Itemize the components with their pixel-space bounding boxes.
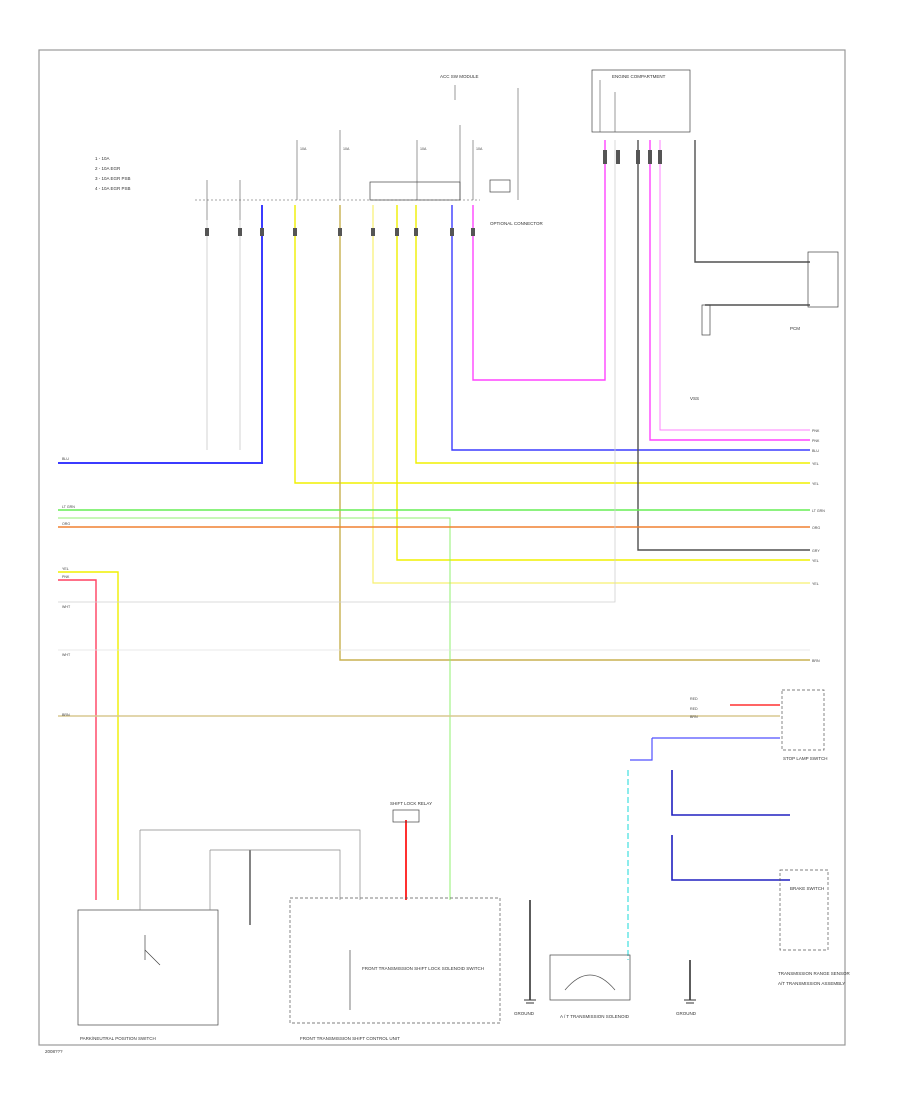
svg-text:ORG: ORG: [62, 522, 70, 526]
transmission-solenoid: A / T TRANSMISSION SOLENOID: [549, 954, 631, 1019]
svg-text:GRY: GRY: [812, 549, 820, 553]
svg-text:SHIFT LOCK RELAY: SHIFT LOCK RELAY: [390, 801, 432, 806]
fuse-legend-1: 1 - 10A: [95, 156, 110, 161]
wire-navy-2: [671, 770, 790, 816]
svg-text:10A: 10A: [420, 147, 427, 151]
wire-gray-harness: [694, 140, 810, 263]
stop-lamp-switch: STOP LAMP SWITCH RED RED BRN: [690, 689, 828, 761]
svg-text:PNK: PNK: [62, 575, 70, 579]
svg-text:FRONT TRANSMISSION SHIFT LOCK: FRONT TRANSMISSION SHIFT LOCK SOLENOID S…: [362, 966, 484, 971]
wire-yellow-4: [372, 205, 810, 584]
right-module: PCM VSS: [690, 251, 839, 401]
range-sensor: TRANSMISSION RANGE SENSOR A/T TRANSMISSI…: [778, 869, 851, 986]
svg-text:WHT: WHT: [62, 605, 71, 609]
top-connector-b: ENGINE COMPARTMENT: [591, 69, 691, 133]
svg-text:LT GRN: LT GRN: [812, 509, 825, 513]
ground-a: GROUND: [676, 999, 697, 1016]
svg-text:ENGINE COMPARTMENT: ENGINE COMPARTMENT: [612, 74, 666, 79]
brake-switch-label: BRAKE SWITCH: [790, 886, 824, 891]
svg-text:TRANSMISSION RANGE SENSOR: TRANSMISSION RANGE SENSOR: [778, 971, 851, 976]
wire-gray-dark: [637, 140, 810, 551]
wire-blue-right: [451, 205, 810, 451]
svg-text:RED: RED: [690, 707, 698, 711]
svg-text:RED: RED: [690, 697, 698, 701]
svg-text:10A: 10A: [476, 147, 483, 151]
wire-navy-1: [630, 738, 653, 761]
svg-text:VSS: VSS: [690, 396, 699, 401]
park-neutral-switch: PARK/NEUTRAL POSITION SWITCH: [77, 909, 219, 1041]
ground-b: GROUND: [514, 999, 536, 1016]
wire-yellow-left: [58, 571, 119, 900]
shift-lock-relay: SHIFT LOCK RELAY: [390, 801, 432, 823]
svg-text:LT GRN: LT GRN: [62, 505, 75, 509]
wire-yellow-3: [396, 205, 810, 561]
svg-text:A/T TRANSMISSION ASSEMBLY: A/T TRANSMISSION ASSEMBLY: [778, 981, 845, 986]
wire-set: [58, 140, 810, 1000]
wire-olive: [339, 205, 810, 661]
fuse-legend-3: 3 - 10A EGR PSB: [95, 176, 131, 181]
wire-magenta-right: [649, 140, 810, 441]
svg-text:YEL: YEL: [812, 462, 819, 466]
fuse-legend-2: 2 - 10A EGR: [95, 166, 121, 171]
svg-text:PARK/NEUTRAL POSITION SWITCH: PARK/NEUTRAL POSITION SWITCH: [80, 1036, 156, 1041]
svg-text:YEL: YEL: [62, 567, 69, 571]
footer-code: 2008???: [45, 1049, 63, 1054]
svg-text:BRN: BRN: [690, 715, 698, 719]
svg-text:YEL: YEL: [812, 482, 819, 486]
svg-text:BRN: BRN: [62, 713, 70, 717]
optional-connector-label: OPTIONAL CONNECTOR: [490, 221, 544, 226]
wire-pink-left: [58, 579, 97, 900]
svg-text:ORG: ORG: [812, 526, 820, 530]
svg-text:BLU: BLU: [812, 449, 819, 453]
svg-text:GROUND: GROUND: [514, 1011, 535, 1016]
svg-text:ACC SW MODULE: ACC SW MODULE: [440, 74, 479, 79]
right-pin-labels: PNK PNK BLU YEL YEL LT GRN ORG GRY YEL Y…: [812, 429, 825, 663]
wire-navy-3: [671, 835, 790, 881]
svg-text:GROUND: GROUND: [676, 1011, 697, 1016]
svg-text:PCM: PCM: [790, 326, 800, 331]
fuse-legend: 1 - 10A 2 - 10A EGR 3 - 10A EGR PSB 4 - …: [95, 156, 131, 191]
wire-yellow-1: [294, 205, 810, 484]
svg-text:PNK: PNK: [812, 429, 820, 433]
diagram-frame: [38, 49, 846, 1046]
svg-text:FRONT TRANSMISSION SHIFT CONTR: FRONT TRANSMISSION SHIFT CONTROL UNIT: [300, 1036, 400, 1041]
top-connector-a: ACC SW MODULE: [440, 74, 519, 200]
wire-blue-left: [58, 205, 263, 464]
shift-control-unit: FRONT TRANSMISSION SHIFT LOCK SOLENOID S…: [289, 897, 501, 1041]
left-pin-labels: BLU LT GRN ORG YEL PNK WHT WHT BRN: [62, 457, 75, 717]
wire-magenta: [472, 140, 606, 381]
shift-gray-wires: [139, 829, 361, 910]
svg-text:STOP LAMP SWITCH: STOP LAMP SWITCH: [783, 756, 828, 761]
wire-yellow-2: [415, 205, 810, 464]
svg-text:A / T TRANSMISSION SOLENOID: A / T TRANSMISSION SOLENOID: [560, 1014, 630, 1019]
optional-connector-box: [369, 181, 461, 201]
svg-text:YEL: YEL: [812, 559, 819, 563]
svg-text:WHT: WHT: [62, 653, 71, 657]
wire-green-2: [58, 517, 451, 900]
svg-text:PNK: PNK: [812, 439, 820, 443]
wire-magenta-right2: [659, 140, 810, 431]
connector-pins: [205, 150, 662, 236]
svg-text:YEL: YEL: [812, 582, 819, 586]
svg-text:BRN: BRN: [812, 659, 820, 663]
svg-text:BLU: BLU: [62, 457, 69, 461]
svg-text:10A: 10A: [343, 147, 350, 151]
fuse-legend-4: 4 - 10A EGR PSB: [95, 186, 131, 191]
svg-text:10A: 10A: [300, 147, 307, 151]
wire-lightgray-1: [58, 140, 616, 603]
